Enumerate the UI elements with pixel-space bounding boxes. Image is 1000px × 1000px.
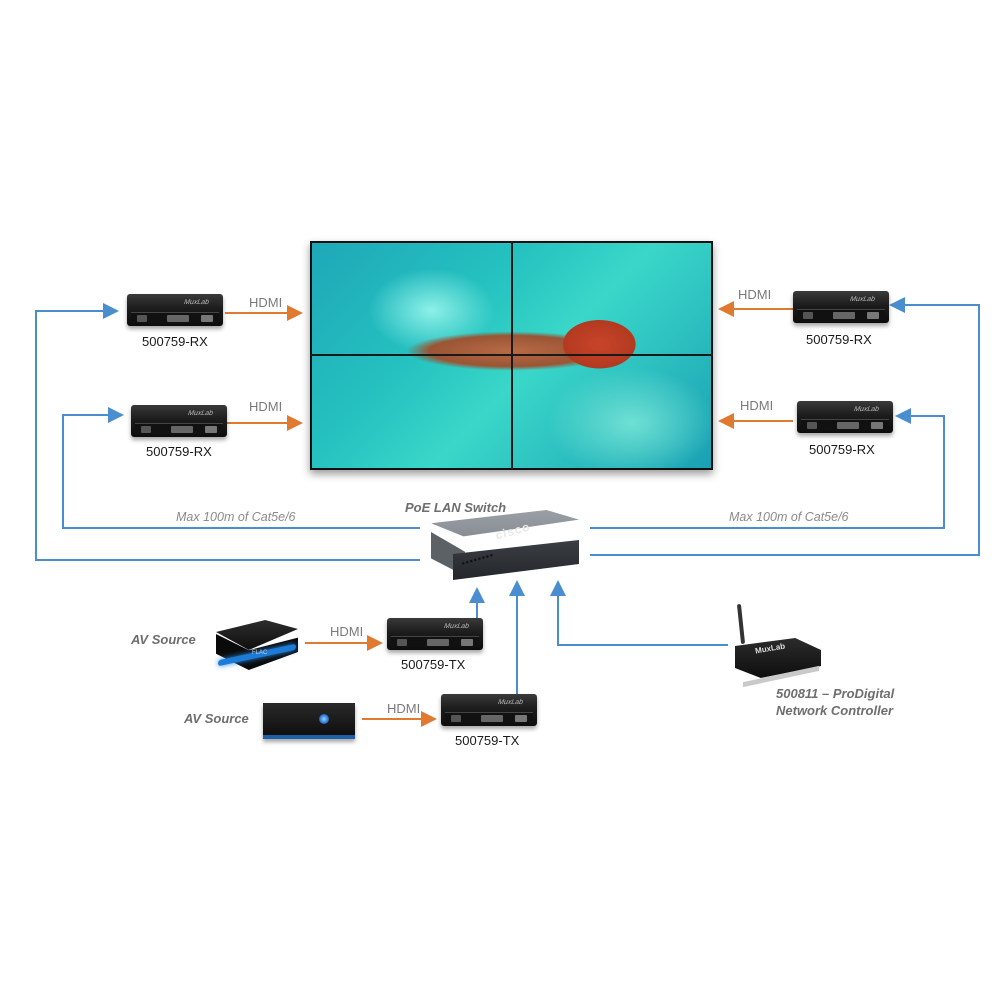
controller-label-line1: 500811 – ProDigital bbox=[776, 686, 894, 701]
hdmi-label: HDMI bbox=[738, 287, 771, 302]
media-server-icon bbox=[263, 703, 355, 739]
device-brand: MuxLab bbox=[187, 410, 213, 417]
receiver-label: 500759-RX bbox=[806, 332, 872, 347]
receiver-icon: MuxLab bbox=[793, 291, 889, 323]
device-brand: MuxLab bbox=[443, 623, 469, 630]
network-controller-icon: MuxLab bbox=[735, 632, 821, 678]
receiver-icon: MuxLab bbox=[131, 405, 227, 437]
hdmi-label: HDMI bbox=[387, 701, 420, 716]
hdmi-label: HDMI bbox=[740, 398, 773, 413]
receiver-icon: MuxLab bbox=[127, 294, 223, 326]
hdmi-label: HDMI bbox=[330, 624, 363, 639]
media-player-icon: FLAC bbox=[216, 620, 298, 670]
av-source-label: AV Source bbox=[184, 711, 249, 726]
cable-note-left: Max 100m of Cat5e/6 bbox=[176, 510, 296, 524]
transmitter-icon: MuxLab bbox=[441, 694, 537, 726]
hdmi-label: HDMI bbox=[249, 295, 282, 310]
device-brand: MuxLab bbox=[497, 699, 523, 706]
cable-note-right: Max 100m of Cat5e/6 bbox=[729, 510, 849, 524]
transmitter-label: 500759-TX bbox=[401, 657, 465, 672]
network-link-controller bbox=[558, 582, 728, 645]
hdmi-label: HDMI bbox=[249, 399, 282, 414]
receiver-icon: MuxLab bbox=[797, 401, 893, 433]
device-brand: MuxLab bbox=[183, 299, 209, 306]
transmitter-icon: MuxLab bbox=[387, 618, 483, 650]
lan-switch-icon: cisco ▪▪▪▪▪▪▪▪ bbox=[431, 510, 579, 584]
transmitter-label: 500759-TX bbox=[455, 733, 519, 748]
device-brand: MuxLab bbox=[849, 296, 875, 303]
bezel-divider bbox=[310, 354, 713, 356]
media-player-tag: FLAC bbox=[252, 650, 267, 656]
av-source-label: AV Source bbox=[131, 632, 196, 647]
receiver-label: 500759-RX bbox=[146, 444, 212, 459]
video-wall-icon bbox=[310, 241, 713, 470]
receiver-label: 500759-RX bbox=[142, 334, 208, 349]
controller-label-line2: Network Controller bbox=[776, 703, 893, 718]
receiver-label: 500759-RX bbox=[809, 442, 875, 457]
device-brand: MuxLab bbox=[853, 406, 879, 413]
